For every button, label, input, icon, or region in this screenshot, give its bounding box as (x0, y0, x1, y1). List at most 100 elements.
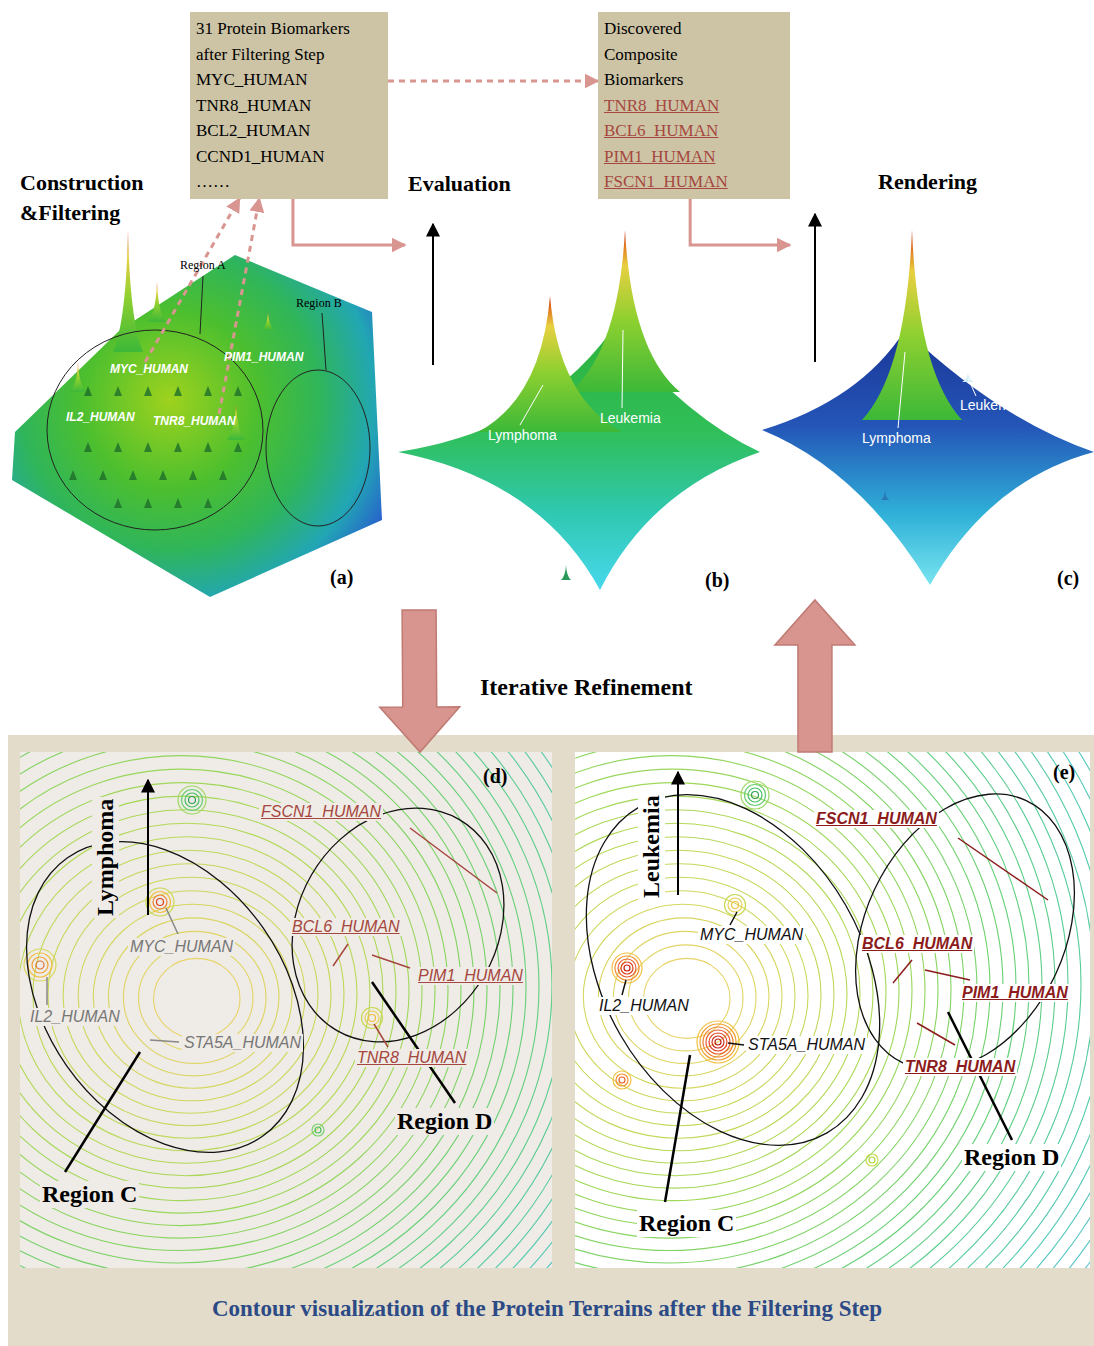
contour-lines (20, 752, 552, 1268)
terrain-peak (262, 312, 274, 330)
map-label: Leukemia (960, 397, 1021, 413)
peak-tag: TNR8_HUMAN (153, 414, 236, 428)
contour-line (575, 752, 1090, 1268)
contour-line (20, 752, 500, 1268)
contour-line (575, 752, 1090, 1268)
terrain-bump (189, 470, 197, 480)
peak-ring (362, 1008, 383, 1029)
peak-ring (752, 792, 759, 799)
biomarker-name: BCL6_HUMAN (604, 118, 784, 144)
contour-peak (613, 1071, 631, 1089)
map-label: Region C (40, 1181, 139, 1208)
contour-line (20, 752, 552, 1268)
panel-letter: (a) (330, 565, 353, 589)
map-label: BCL6_HUMAN (290, 918, 402, 936)
panel-ground (20, 752, 552, 1268)
contour-line (575, 891, 795, 1101)
terrain-bump (174, 442, 182, 452)
contour-line (20, 823, 370, 1163)
contour-line (20, 752, 552, 1268)
contour-line (575, 752, 951, 1251)
peak-ring (615, 956, 639, 980)
terrain-peak (561, 565, 571, 580)
terrain-bump (84, 386, 92, 396)
contour-line (20, 752, 552, 1268)
peak-ring (866, 1154, 878, 1166)
figure-caption: Contour visualization of the Protein Ter… (0, 1296, 1094, 1322)
contour-line (20, 752, 448, 1238)
biomarker-name: CCND1_HUMAN (196, 144, 382, 170)
block-arrow (775, 600, 855, 752)
peak-ring (712, 1036, 724, 1048)
terrain-peak (113, 230, 143, 352)
leader-line (520, 385, 543, 425)
contour-line (33, 850, 344, 1138)
contour-peak (612, 953, 642, 983)
protein-label: TNR8_HUMAN (153, 414, 236, 428)
peak-tag: MYC_HUMAN (110, 362, 188, 376)
leader-line (46, 977, 48, 1005)
map-label: Region B (296, 296, 342, 311)
leader-line (968, 378, 976, 396)
map-label: TNR8_HUMAN (903, 1058, 1017, 1076)
leader-line (166, 908, 178, 934)
terrain-peak (148, 282, 166, 322)
peak-ring (612, 953, 642, 983)
peak-ring (700, 1024, 736, 1060)
terrain-bump (204, 498, 212, 508)
leader-line (893, 960, 912, 983)
contour-line (20, 752, 552, 1268)
contour-line (108, 918, 279, 1076)
axis-arrow (147, 780, 149, 915)
contour-line (93, 904, 292, 1088)
terrain-bump (144, 386, 152, 396)
terrain-bump (174, 498, 182, 508)
peak-ring (709, 1033, 727, 1051)
peak-ring (315, 1127, 321, 1133)
leader-line (372, 955, 410, 968)
map-label: PIM1_HUMAN (960, 984, 1070, 1002)
map-label: BCL6_HUMAN (860, 935, 974, 953)
contour-line (20, 752, 552, 1268)
map-label: Lymphoma (488, 427, 557, 443)
peak-ring (36, 961, 44, 969)
contour-line (575, 752, 1090, 1268)
map-label: FSCN1_HUMAN (259, 803, 383, 821)
contour-line (575, 752, 1090, 1268)
map-label: IL2_HUMAN (66, 410, 135, 424)
leader-line (917, 1023, 955, 1045)
contour-line (575, 752, 1042, 1268)
contour-line (575, 752, 1090, 1268)
terrain-bump (114, 442, 122, 452)
peak-ring (185, 793, 199, 807)
contour-line (20, 752, 474, 1263)
biomarker-name: …… (196, 169, 382, 195)
axis-label: Leukemia (638, 793, 665, 900)
contour-line (20, 752, 552, 1268)
box-heading: 31 Protein Biomarkers after Filtering St… (196, 16, 382, 67)
contour-peak (146, 888, 174, 916)
map-label: PIM1_HUMAN (224, 350, 303, 364)
contour-line (20, 752, 526, 1268)
panel-letter: (d) (483, 764, 507, 788)
map-label: IL2_HUMAN (28, 1008, 122, 1026)
contour-peak (312, 1124, 324, 1136)
peak-ring (157, 899, 164, 906)
region-outline (266, 370, 370, 526)
terrain-a (12, 230, 382, 597)
terrain-surface (12, 255, 382, 597)
contour-line (575, 796, 886, 1188)
leader-line (898, 352, 905, 428)
peak-ring (613, 1071, 631, 1089)
contour-line (20, 752, 552, 1268)
map-label: STA5A_HUMAN (746, 1036, 867, 1054)
peak-ring (725, 895, 746, 916)
region-outline (0, 789, 361, 1205)
axis-arrow (814, 214, 816, 362)
peak-ring (745, 785, 766, 806)
contour-line (575, 837, 847, 1151)
protein-label: MYC_HUMAN (110, 362, 188, 376)
bottom-band (8, 735, 1094, 1346)
